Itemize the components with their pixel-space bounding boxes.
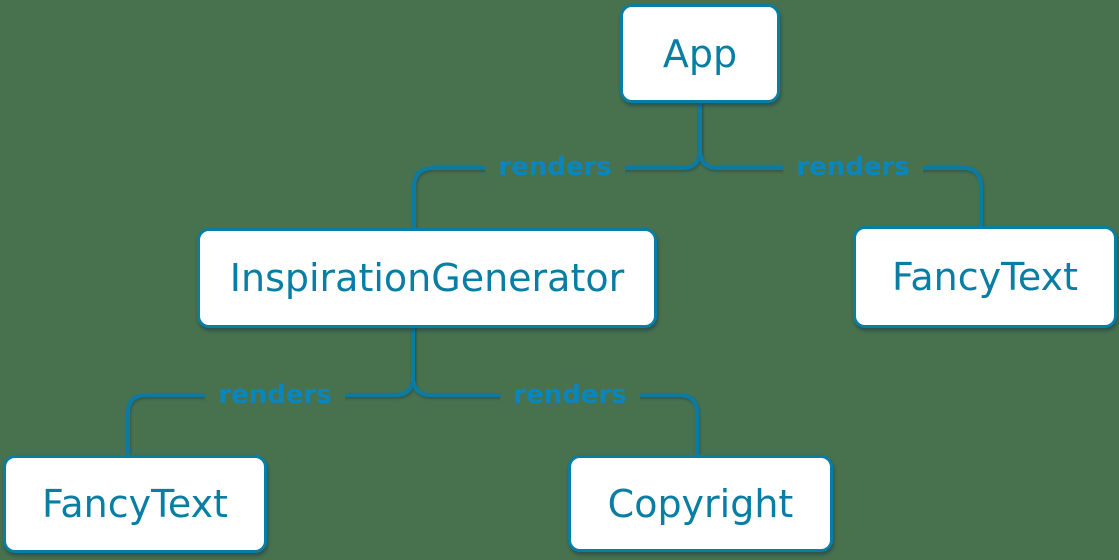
node-label-fancy-text-bottom: FancyText [42,482,228,526]
edge-label-renders-inspiration-generator-fancy-text: renders [205,380,345,411]
node-label-inspiration-generator: InspirationGenerator [229,256,625,300]
edge-label-renders-inspiration-generator-copyright: renders [500,380,640,411]
node-label-copyright: Copyright [607,481,794,526]
node-inspiration-generator: InspirationGenerator [197,228,657,328]
node-copyright: Copyright [568,455,833,552]
edge-label-renders-app-inspiration-generator: renders [485,152,625,183]
edge-label-renders-app-fancy-text: renders [783,152,923,183]
node-fancy-text-bottom: FancyText [3,455,267,553]
node-label-app: App [662,31,738,76]
node-app: App [620,4,780,103]
node-label-fancy-text-top: FancyText [892,255,1078,299]
node-fancy-text-top: FancyText [853,226,1117,328]
